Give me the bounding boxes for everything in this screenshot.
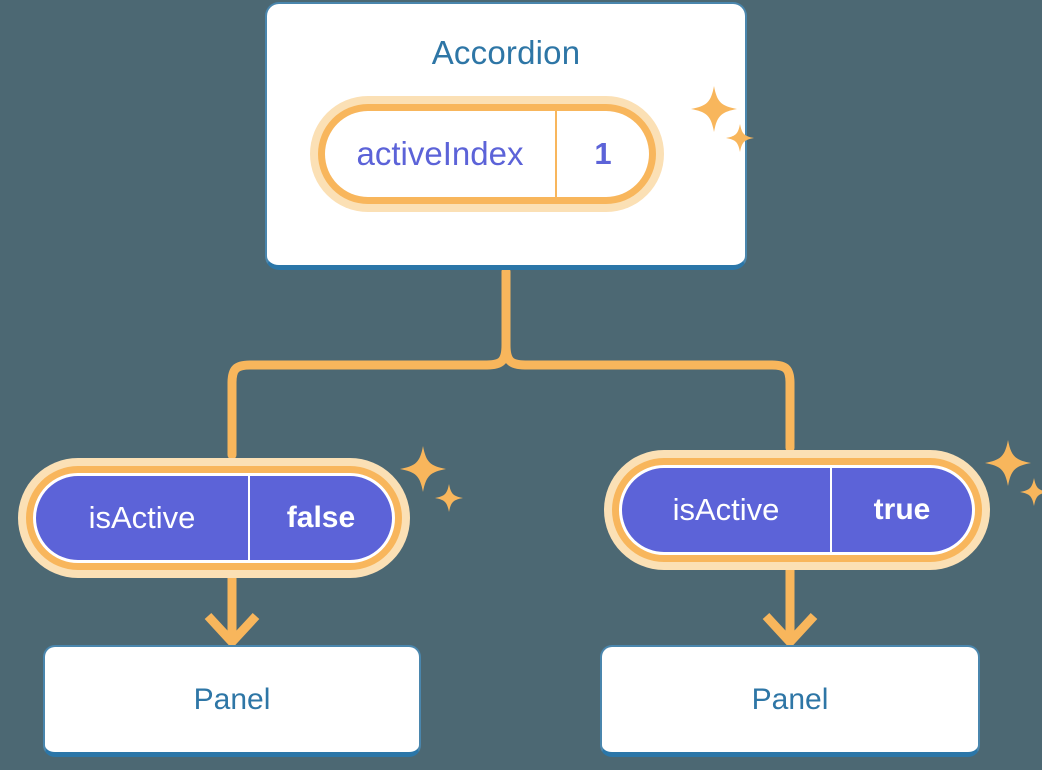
state-value-label: 1: [594, 136, 612, 171]
state-value-label: true: [873, 493, 931, 526]
state-key-label: activeIndex: [325, 111, 557, 197]
connector-root-to-left: [227, 267, 511, 460]
sparkle-icon-small: [435, 484, 463, 512]
pill-outline-ring: isActive true: [612, 458, 982, 562]
down-arrow-icon-right: [762, 570, 818, 649]
state-value-label: false: [286, 501, 356, 534]
state-key-label: isActive: [622, 468, 832, 552]
state-pill-isactive-right[interactable]: isActive true: [604, 450, 990, 570]
state-key-label: isActive: [36, 476, 250, 560]
panel-title: Panel: [751, 682, 829, 716]
pill-body: isActive false: [33, 473, 395, 563]
pill-body: activeIndex 1: [325, 111, 649, 197]
pill-outline-ring: isActive false: [26, 466, 402, 570]
sparkle-icon-large: [985, 440, 1031, 486]
pill-body: isActive true: [619, 465, 975, 555]
component-card-panel-right[interactable]: Panel: [600, 645, 980, 757]
pill-halo-ring: isActive false: [18, 458, 410, 578]
pill-outline-ring: activeIndex 1: [318, 104, 656, 204]
sparkle-icon-small: [1020, 478, 1042, 506]
component-title: Accordion: [431, 34, 581, 71]
sparkle-decoration-right: [985, 440, 1042, 506]
down-arrow-icon-left: [204, 578, 260, 649]
pill-halo-ring: isActive true: [604, 450, 990, 570]
connector-root-to-right: [501, 267, 795, 453]
state-pill-isactive-left[interactable]: isActive false: [18, 458, 410, 578]
panel-title: Panel: [193, 682, 271, 716]
pill-halo-ring: activeIndex 1: [310, 96, 664, 212]
state-pill-activeindex[interactable]: activeIndex 1: [310, 96, 664, 212]
component-card-panel-left[interactable]: Panel: [43, 645, 421, 757]
